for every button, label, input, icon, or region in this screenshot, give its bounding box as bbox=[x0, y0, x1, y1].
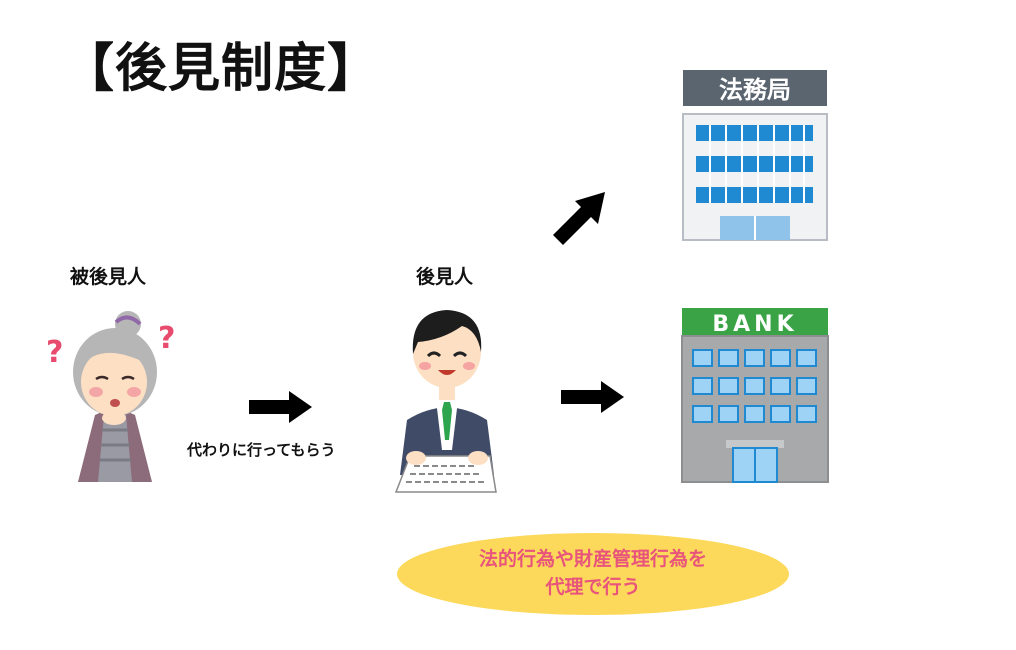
right-arrow-icon-2 bbox=[561, 381, 624, 413]
bank-building-icon: BANK bbox=[681, 308, 829, 483]
guardian-icon bbox=[394, 310, 497, 493]
bank-sign-text: BANK bbox=[712, 312, 797, 337]
legal-bureau-building-icon: 法務局 bbox=[682, 70, 828, 241]
svg-text:?: ? bbox=[158, 321, 175, 356]
page-title: 【後見制度】 bbox=[62, 39, 381, 99]
ward-label: 被後見人 bbox=[70, 266, 147, 288]
up-right-arrow-icon bbox=[553, 192, 605, 245]
summary-bubble-text: 法的行為や財産管理行為を 代理で行う bbox=[397, 545, 789, 601]
summary-line-1: 法的行為や財産管理行為を bbox=[478, 548, 707, 570]
elderly-woman-icon: ? ? bbox=[46, 311, 175, 482]
svg-text:?: ? bbox=[46, 335, 63, 370]
summary-line-2: 代理で行う bbox=[545, 576, 641, 598]
go-instead-label: 代わりに行ってもらう bbox=[187, 441, 336, 459]
legal-bureau-sign-text: 法務局 bbox=[719, 76, 791, 104]
right-arrow-icon-1 bbox=[249, 391, 312, 423]
guardian-label: 後見人 bbox=[416, 266, 474, 288]
summary-bubble bbox=[397, 533, 789, 615]
